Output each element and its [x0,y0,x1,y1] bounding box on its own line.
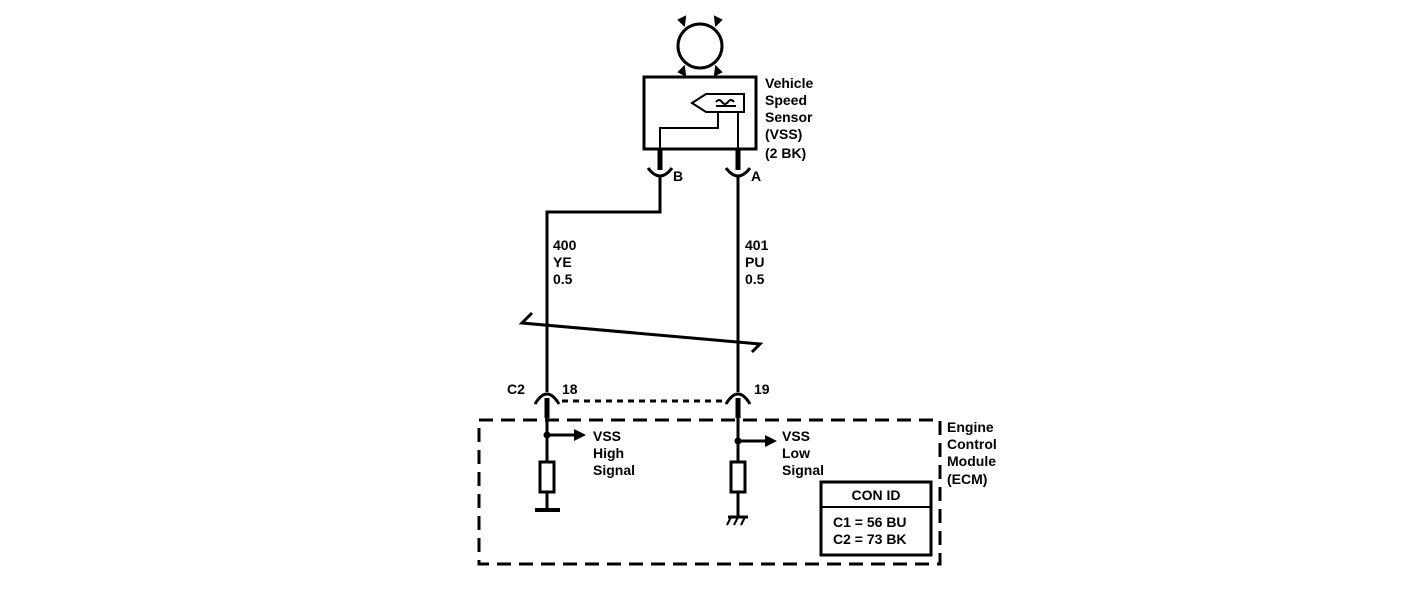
high-signal-arrow-icon [574,429,586,441]
sensor-label: Vehicle Speed Sensor (VSS) (2 BK) [765,75,813,161]
pin-a-label: A [751,168,761,184]
sensor-wheel-icon [676,15,724,77]
wire-break-line [518,311,764,354]
svg-text:Sensor: Sensor [765,109,813,125]
pin-a-terminal: A [724,149,761,184]
svg-text:0.5: 0.5 [553,271,573,287]
vss-low-circuit: VSS Low Signal [726,418,824,526]
svg-text:Low: Low [782,445,810,461]
connector-c2-label: C2 [507,381,525,397]
ecm-boundary [477,418,942,566]
wire-401-label: 401 PU 0.5 [745,237,769,287]
con-id-table: CON ID C1 = 56 BU C2 = 73 BK [819,480,933,557]
svg-text:401: 401 [745,237,769,253]
con-id-row: C1 = 56 BU [833,514,907,530]
svg-text:High: High [593,445,624,461]
connector-pin-19-label: 19 [754,381,770,397]
svg-text:Signal: Signal [782,462,824,478]
pin-b-terminal: B [646,149,683,184]
connector-pin-18-label: 18 [562,381,578,397]
svg-text:0.5: 0.5 [745,271,765,287]
sensor-housing [642,75,758,151]
svg-text:Signal: Signal [593,462,635,478]
pin-b-label: B [673,168,683,184]
svg-text:YE: YE [553,254,572,270]
high-resistor-icon [538,460,556,494]
svg-text:400: 400 [553,237,577,253]
svg-text:VSS: VSS [782,428,810,444]
low-signal-arrow-icon [765,435,777,447]
ecm-label: Engine Control Module (ECM) [947,419,997,487]
connector-c2: C2 18 19 [507,381,770,418]
svg-text:VSS: VSS [593,428,621,444]
sensor-element-icon [659,93,745,149]
wire-400 [545,177,662,392]
svg-text:Module: Module [947,453,996,469]
svg-text:Speed: Speed [765,92,807,108]
svg-text:PU: PU [745,254,764,270]
svg-text:Control: Control [947,436,997,452]
low-resistor-icon [729,460,747,494]
svg-text:(2 BK): (2 BK) [765,145,806,161]
con-id-title: CON ID [852,487,901,503]
ground-icon [726,515,748,526]
vss-high-circuit: VSS High Signal [535,418,635,512]
svg-text:Vehicle: Vehicle [765,75,813,91]
svg-text:(VSS): (VSS) [765,126,802,142]
svg-text:(ECM): (ECM) [947,471,987,487]
wire-400-label: 400 YE 0.5 [553,237,577,287]
svg-text:Engine: Engine [947,419,994,435]
con-id-row: C2 = 73 BK [833,531,907,547]
